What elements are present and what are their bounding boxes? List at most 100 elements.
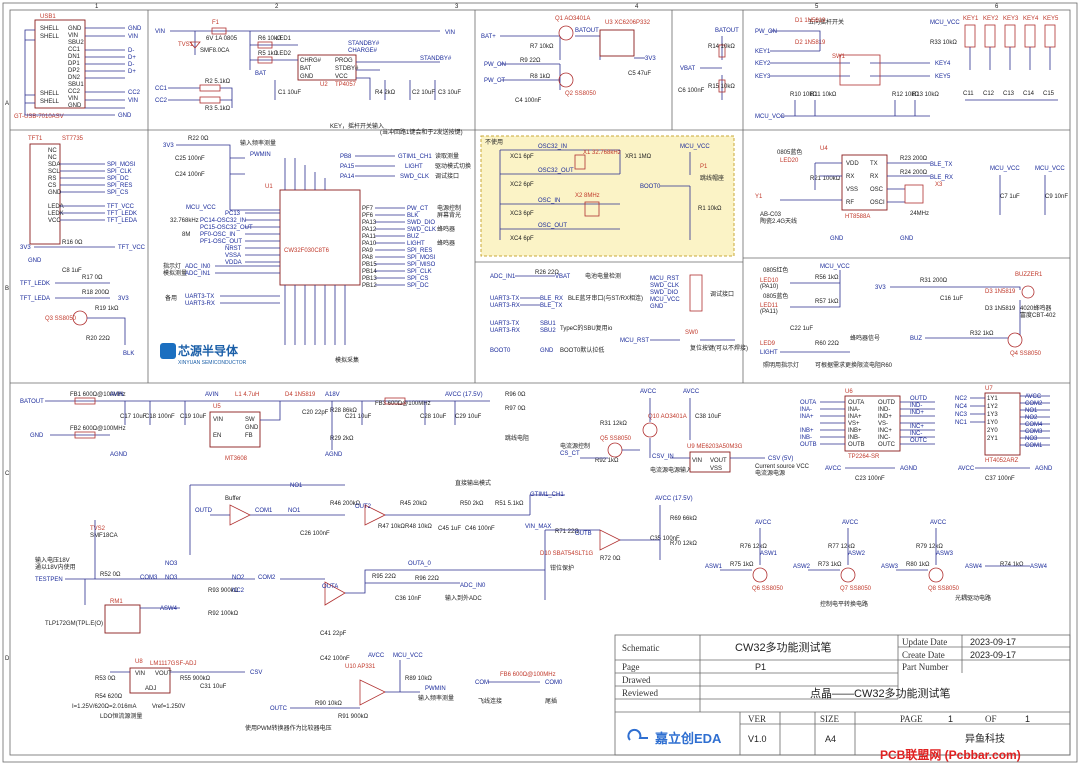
mt3608-chip <box>209 411 261 448</box>
schematic-label: PF7 <box>362 206 374 212</box>
charge-net: CHARGE# <box>348 48 378 54</box>
schematic-label: RM1 <box>110 599 123 605</box>
schematic-label: IND+ <box>878 414 892 420</box>
schematic-label: AVCC <box>930 520 947 526</box>
schematic-label: OUTD <box>878 400 896 406</box>
schematic-label: ASW3 <box>936 551 954 557</box>
schematic-label: 1 <box>1025 714 1030 724</box>
schematic-label: 驱动模式切换 <box>435 162 471 170</box>
schematic-label: OSC <box>870 187 884 193</box>
usb-net: GND <box>118 113 132 119</box>
q4-symbol <box>1007 332 1023 348</box>
schematic-label: BATOUT <box>20 399 44 405</box>
schematic-label: PA12 <box>362 227 377 233</box>
schematic-label: MCU_VCC <box>1035 166 1065 172</box>
schematic-label: NC2 <box>232 588 245 594</box>
schematic-label: TFT_LEDA <box>20 296 50 302</box>
schematic-label: Part Number <box>902 662 948 672</box>
col-label: 2 <box>275 4 279 10</box>
schematic-label: R24 200Ω <box>900 170 928 176</box>
schematic-label: BLK <box>407 213 418 219</box>
schematic-label: SIZE <box>820 714 840 724</box>
schematic-label: 备用 <box>165 294 177 302</box>
schematic-label: GND <box>540 348 554 354</box>
schematic-label: BUZZER1 <box>1015 272 1043 278</box>
usb-pin: DP2 <box>68 68 80 74</box>
r4-label: R4 2kΩ <box>375 90 396 96</box>
cc1-net: CC1 <box>155 86 168 92</box>
schematic-label: R96 0Ω <box>505 392 526 398</box>
schematic-label: R57 1kΩ <box>815 299 839 305</box>
schematic-label: TFT_VCC <box>107 204 135 210</box>
schematic-label: OUTC <box>910 438 928 444</box>
schematic-label: C45 1uF <box>438 526 461 532</box>
sw1-label: SW1 <box>832 54 846 60</box>
schematic-label: PC13 <box>225 211 241 217</box>
schematic-label: 2Y1 <box>987 436 998 442</box>
r9-label: R9 22Ω <box>520 58 541 64</box>
mcu-block: U1 CW32F030C8T6 3V3 R22 0Ω C25 100nF C24… <box>160 122 471 366</box>
schematic-label: VCC <box>48 218 61 224</box>
schematic-label: INB+ <box>848 428 862 434</box>
schematic-label: C14 <box>1023 91 1035 97</box>
schematic-label: A18V <box>325 392 340 398</box>
schematic-label: OUTB <box>848 442 865 448</box>
schematic-label: C9 10nF <box>1045 194 1068 200</box>
schematic-label: SPI_MISO <box>407 262 436 268</box>
schematic-label: NC3 <box>955 412 968 418</box>
schematic-label: 蜂鸣器信号 <box>850 334 880 342</box>
joystick-title: 五向摇杆开关 <box>808 18 844 26</box>
schematic-label: ASW4 <box>160 606 178 612</box>
schematic-label: IND+ <box>910 410 924 416</box>
schematic-label: 8M <box>182 232 190 238</box>
q10-symbol <box>642 422 658 438</box>
schematic-label: MT3608 <box>225 456 248 462</box>
schematic-label: NO1 <box>288 508 301 514</box>
schematic-label: AVCC <box>640 389 657 395</box>
schematic-label: UART3-TX <box>185 294 214 300</box>
schematic-label: COM4 <box>1025 422 1043 428</box>
schematic-label: COM1 <box>255 508 273 514</box>
chip-pin: CHRG# <box>300 58 322 64</box>
schematic-label: INB- <box>800 435 812 441</box>
schematic-label: R46 200kΩ <box>330 501 361 507</box>
schematic-label: R72 0Ω <box>600 556 621 562</box>
schematic-label: VIN_MAX <box>525 524 551 530</box>
schematic-label: Q3 SS8050 <box>45 316 77 322</box>
schematic-label: MCU_VCC <box>650 297 680 303</box>
schematic-label: ASW2 <box>848 551 866 557</box>
schematic-label: R80 1kΩ <box>906 562 930 568</box>
schematic-label: ASW3 <box>881 564 899 570</box>
opamp-symbol <box>324 581 346 606</box>
schematic-label: BLK <box>123 351 134 357</box>
schematic-label: 2Y0 <box>987 428 998 434</box>
schematic-label: U6 <box>845 389 853 395</box>
schematic-label: SPI_CS <box>407 276 428 282</box>
section-dividers <box>10 10 1070 384</box>
r33-label: R33 10kΩ <box>930 40 957 46</box>
schematic-label: CSV (5V) <box>768 456 793 462</box>
schematic-label: ASW1 <box>760 551 778 557</box>
usb-pin: DP1 <box>68 61 80 67</box>
r6-label: R6 10kΩ <box>258 36 282 42</box>
fuse-ref: F1 <box>212 20 220 26</box>
schematic-label: P1 <box>755 662 766 672</box>
watermark: PCB联盟网 (Pcbbar.com) <box>880 748 1021 762</box>
schematic-label: U1 <box>265 184 273 190</box>
schematic-label: GND <box>30 433 44 439</box>
r7-label: R7 10kΩ <box>530 44 554 50</box>
schematic-label: 0805蓝色 <box>777 148 802 156</box>
chip-pin: GND <box>300 74 314 80</box>
schematic-label: C21 10uF <box>345 414 372 420</box>
row-label: B <box>5 286 9 292</box>
schematic-label: C25 100nF <box>175 156 205 162</box>
rm1-optocoupler <box>104 604 141 634</box>
schematic-label: SWD_CLK <box>400 174 429 180</box>
schematic-label: SPI_DC <box>407 283 429 289</box>
schematic-label: UART3-TX <box>490 296 519 302</box>
schematic-label: R93 900kΩ <box>208 588 239 594</box>
buffer-opamp-symbol <box>229 504 251 526</box>
schematic-label: R90 10kΩ <box>315 701 342 707</box>
